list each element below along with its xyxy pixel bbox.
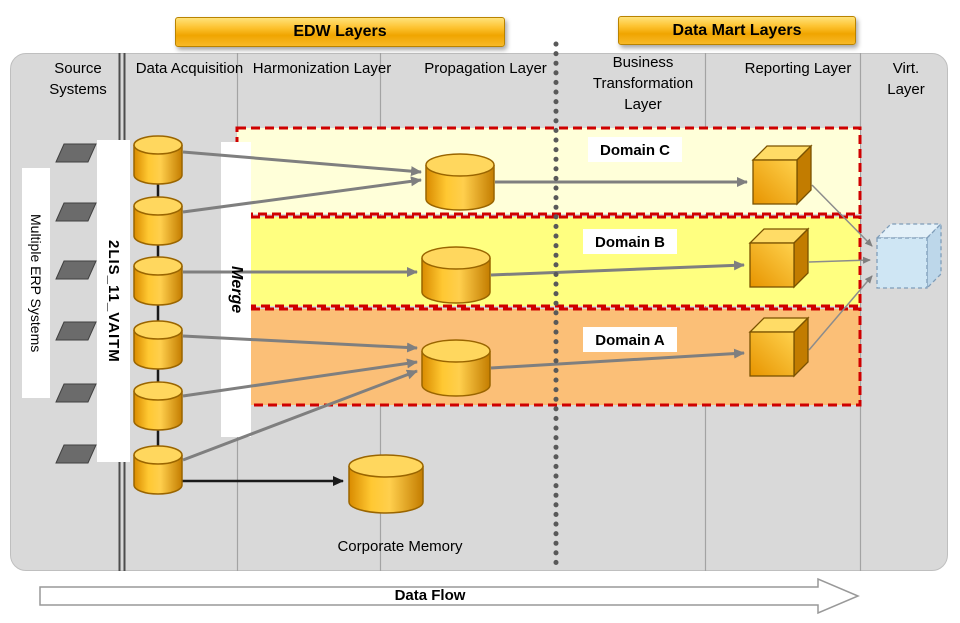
source-system-icon (55, 383, 97, 403)
infocube-domain-b (748, 227, 810, 289)
header-propagation-layer: Propagation Layer (424, 60, 547, 77)
data-flow-arrow (39, 577, 860, 615)
source-system-icon (55, 143, 97, 163)
flow-arrow (182, 334, 418, 353)
header-source-systems: Source Systems (49, 60, 107, 98)
flow-arrow (182, 150, 422, 177)
propagation-cylinder-domain-c (425, 153, 495, 211)
infocube-domain-a (748, 316, 810, 378)
merge-label: Merge (228, 265, 245, 314)
propagation-datastore-cylinders (421, 153, 495, 397)
source-system-icon (55, 202, 97, 222)
flow-line (811, 184, 873, 247)
domain-c-label-box (588, 137, 682, 162)
flow-line (808, 275, 873, 351)
reporting-to-virtual-lines (808, 184, 873, 351)
erp-label-box (22, 168, 50, 398)
virtual-provider-cube (875, 222, 943, 290)
datastore-cylinder (133, 135, 183, 185)
reporting-infocubes (748, 144, 813, 378)
propagation-cylinder-domain-b (421, 246, 491, 304)
datastore-cylinder (133, 320, 183, 370)
flow-arrow (182, 358, 418, 398)
acquisition-to-propagation-arrows (182, 150, 422, 462)
header-harmonization-layer: Harmonization Layer (252, 60, 392, 77)
datastore-cylinder (133, 381, 183, 431)
domain-c-label: Domain C (599, 142, 670, 159)
extractor-label-box (97, 140, 130, 462)
flow-arrow (490, 348, 745, 370)
header-data-acquisition: Data Acquisition (135, 60, 244, 77)
source-system-icon (55, 444, 97, 464)
source-system-icons (55, 143, 97, 464)
domain-a-label-box (583, 327, 677, 352)
domain-b-label-box (583, 229, 677, 254)
datastore-cylinder (133, 445, 183, 495)
domain-b-label: Domain B (594, 234, 665, 251)
infocube-domain-c (751, 144, 813, 206)
domain-a-label: Domain A (595, 332, 665, 349)
source-system-icon (55, 321, 97, 341)
flow-arrow (182, 369, 418, 462)
datastore-cylinder (133, 196, 183, 246)
header-reporting-layer: Reporting Layer (744, 60, 852, 77)
propagation-cylinder-domain-a (421, 339, 491, 397)
data-flow-label: Data Flow (394, 587, 466, 604)
acquisition-datastore-cylinders (133, 135, 183, 495)
header-business-transformation-layer: Business Transformation Layer (592, 54, 694, 113)
extractor-label: 2LIS_11_VAITM (105, 239, 122, 363)
erp-systems-label: Multiple ERP Systems (28, 213, 44, 353)
datastore-cylinder (133, 256, 183, 306)
propagation-to-reporting-arrows (490, 177, 748, 370)
flow-line (808, 256, 871, 264)
flow-arrow (182, 176, 422, 214)
corporate-memory-cylinder (348, 454, 424, 514)
data-mart-layers-banner: Data Mart Layers (618, 16, 856, 45)
header-virtual-layer: Virt. Layer (887, 60, 925, 98)
source-system-icon (55, 260, 97, 280)
edw-layers-banner: EDW Layers (175, 17, 505, 47)
corporate-memory-label: Corporate Memory (337, 538, 463, 555)
flow-arrow (490, 260, 745, 277)
